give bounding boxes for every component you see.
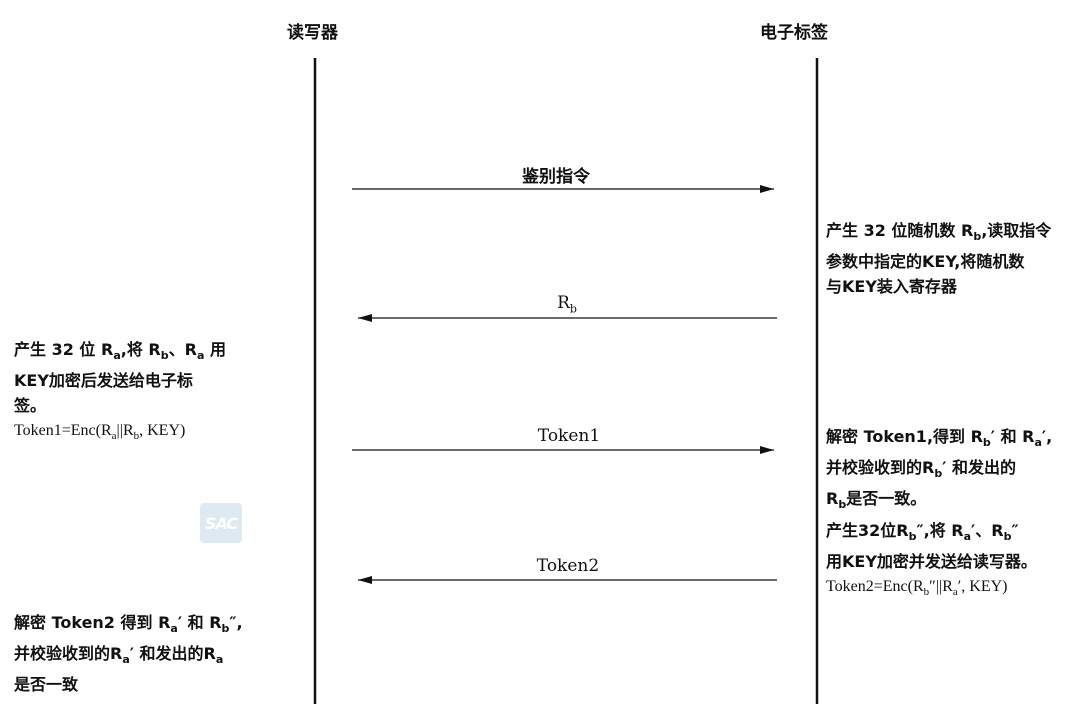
note-line: 与KEY装入寄存器: [826, 277, 957, 297]
note-line: 并校验收到的Rb′ 和发出的: [826, 458, 1016, 481]
sac-watermark-logo: SAC: [200, 503, 242, 543]
label-token1: Token1: [537, 426, 601, 446]
note-line: 产生32位Rb″,将 Ra′、Rb″: [826, 520, 1019, 543]
reader-title: 读写器: [287, 23, 338, 43]
token2-formula: Token2=Enc(Rb″||Ra′, KEY): [826, 577, 1008, 598]
note-line: 解密 Token2 得到 Ra′ 和 Rb″,: [14, 613, 243, 636]
label-auth-command: 鉴别指令: [522, 167, 590, 187]
note-line: Rb是否一致。: [826, 489, 927, 512]
note-line: 是否一致: [14, 675, 79, 695]
note-line: 参数中指定的KEY,将随机数: [826, 252, 1025, 272]
label-token2: Token2: [536, 556, 600, 576]
tag-note-verify: 解密 Token1,得到 Rb′ 和 Ra′, 并校验收到的Rb′ 和发出的 R…: [826, 424, 1052, 605]
note-line: 产生 32 位 Ra,将 Rb、Ra 用: [14, 340, 226, 363]
note-line: KEY加密后发送给电子标: [14, 371, 193, 391]
note-line: 并校验收到的Ra′ 和发出的Ra: [14, 644, 224, 667]
note-line: 用KEY加密并发送给读写器。: [826, 551, 1037, 571]
tag-note-generate-rb: 产生 32 位随机数 Rb,读取指令 参数中指定的KEY,将随机数 与KEY装入…: [826, 218, 1051, 299]
note-line: 产生 32 位随机数 Rb,读取指令: [826, 221, 1052, 244]
token1-formula: Token1=Enc(Ra||Rb, KEY): [14, 422, 186, 443]
label-rb: Rb: [557, 293, 577, 316]
reader-note-encrypt: 产生 32 位 Ra,将 Rb、Ra 用 KEY加密后发送给电子标 签。 Tok…: [14, 337, 226, 449]
reader-note-verify: 解密 Token2 得到 Ra′ 和 Rb″, 并校验收到的Ra′ 和发出的Ra…: [14, 610, 243, 697]
note-line: 解密 Token1,得到 Rb′ 和 Ra′,: [826, 427, 1053, 450]
note-line: 签。: [14, 396, 47, 416]
tag-title: 电子标签: [760, 23, 828, 43]
